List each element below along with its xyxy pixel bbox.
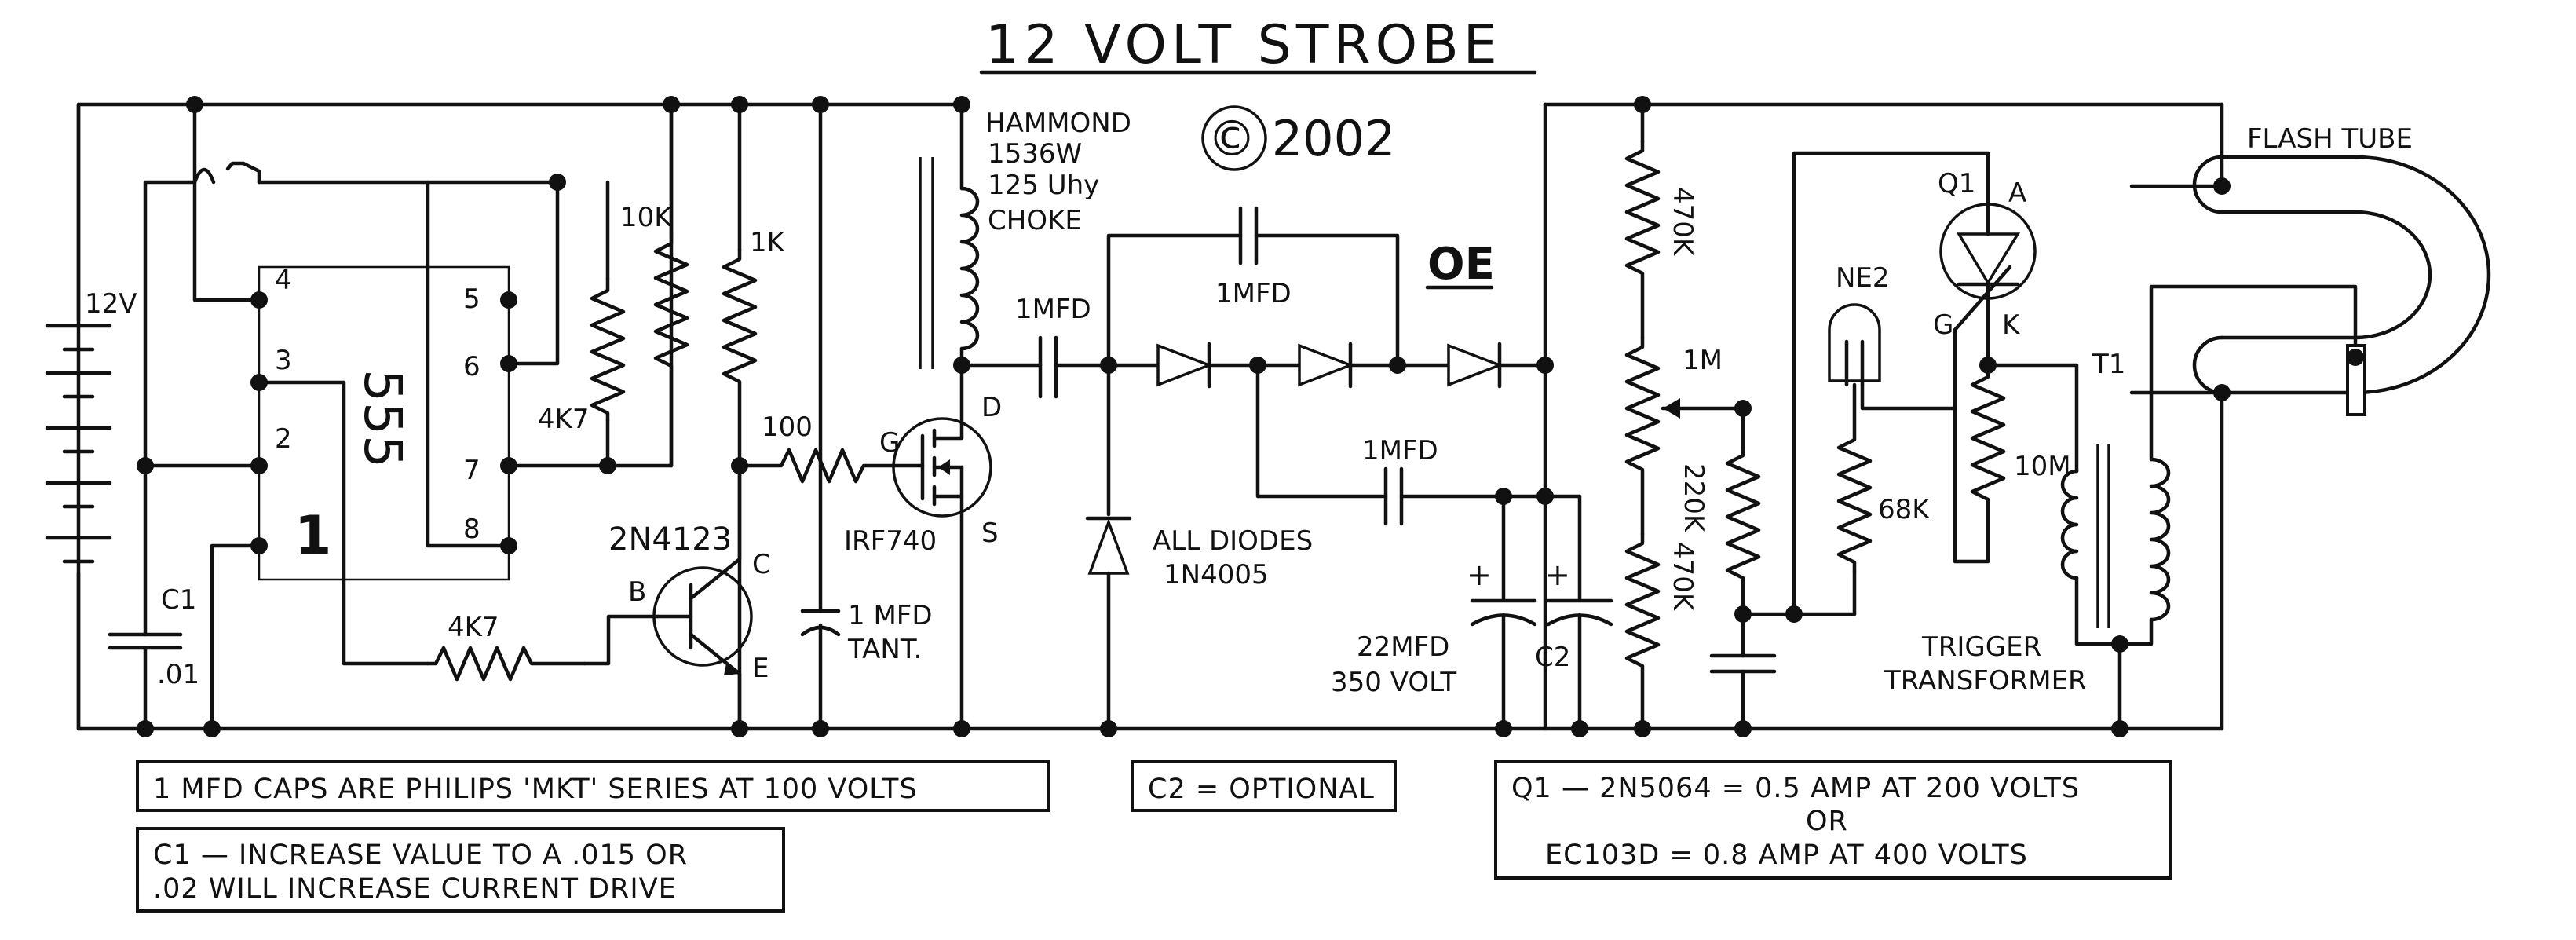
mosfet-pin-d: D [981,392,1002,423]
cap-1mfd-c-label: 1MFD [1362,435,1438,466]
r470k-top-label: 470K [1667,187,1698,257]
tube-anode-lead [2129,102,2224,188]
mosfet-irf740: IRF740 G D S [844,363,1002,731]
storage-cap-value: 22MFD [1357,631,1449,663]
ic-555: 555 1 4 3 2 5 6 7 8 [258,265,510,581]
trigger-transformer: 10M T1 TRIGGER TRANSFORMER [1884,284,2358,731]
note-c2-text: C2 = OPTIONAL [1148,774,1375,805]
scr-pin-a: A [2008,177,2026,209]
storage-cap-voltage: 350 VOLT [1331,667,1456,698]
mosfet-label: IRF740 [844,525,937,557]
scr-pin-k: K [2002,309,2021,341]
note-c1-line2: .02 WILL INCREASE CURRENT DRIVE [153,873,677,905]
title-block: 12 VOLT STROBE © 2002 OE [979,14,1537,290]
ic-pin1-mark: 1 [294,505,331,567]
tant-cap-type: TANT. [847,634,922,665]
note-q1-line1: Q1 — 2N5064 = 0.5 AMP AT 200 VOLTS [1511,773,2080,804]
cap-1mfd-b-label: 1MFD [1215,278,1292,309]
flash-tube: FLASH TUBE [2192,123,2491,416]
schematic-title: 12 VOLT STROBE [985,14,1502,76]
r4k7-timing-label: 4K7 [538,404,590,435]
r470k-bottom-label: 470K [1667,542,1698,612]
scr-pin-g: G [1933,309,1953,341]
c1-value: .01 [157,659,199,690]
t1-label: T1 [2092,349,2125,380]
tant-cap-value: 1 MFD [848,600,933,631]
inductor-choke: HAMMOND 1536W 125 Uhy CHOKE [919,102,1131,369]
ic-pin-3: 3 [275,345,292,376]
note-c1-line1: C1 — INCREASE VALUE TO A .015 OR [153,839,688,871]
trigger-label: TRIGGER [1921,631,2041,663]
choke-brand: HAMMOND [985,108,1131,139]
note-caps: 1 MFD CAPS ARE PHILIPS 'MKT' SERIES AT 1… [136,760,1050,812]
ic-pin-8: 8 [463,514,480,545]
battery-label: 12V [85,288,137,320]
cap-1mfd-a-label: 1MFD [1015,294,1091,325]
ic-label: 555 [353,369,413,468]
transformer-label: TRANSFORMER [1884,665,2087,697]
neon-trigger: 68K NE2 [1792,262,1957,616]
choke-value: 125 Uhy [988,170,1099,201]
transistor-pin-c: C [752,549,771,580]
pot-1m-label: 1M [1683,345,1723,376]
ic-pin-6: 6 [463,351,480,382]
note-c2: C2 = OPTIONAL [1131,760,1397,812]
resistor-4k7-timing: 4K7 [538,276,626,435]
copyright-text: © 2002 [1208,110,1396,167]
transistor-pin-b: B [628,576,646,608]
c1-label: C1 [161,584,196,616]
transistor-label: 2N4123 [608,521,732,558]
c-storage-plus: + [1467,558,1492,592]
r10k-label: 10K [620,202,673,233]
scr-q1: Q1 A G K [1792,151,2037,616]
transistor-pin-e: E [752,653,769,684]
note-q1-line2: EC103D = 0.8 AMP AT 400 VOLTS [1545,839,2028,871]
choke-part: 1536W [988,138,1082,170]
r10m-label: 10M [2014,451,2071,482]
ic-pin-2: 2 [275,423,292,455]
resistor-10k: 10K [620,102,689,468]
transistor-2n4123: 2N4123 B C E [608,463,771,731]
c2-label: C2 [1535,642,1570,673]
note-c1: C1 — INCREASE VALUE TO A .015 OR .02 WIL… [136,827,785,913]
resistor-4k7-base: 4K7 [426,612,660,682]
diodes-part: 1N4005 [1164,559,1269,591]
ic-pin-4: 4 [275,265,292,296]
ground-rail [76,102,2224,731]
capacitor-c1: C1 .01 [108,161,261,731]
flash-tube-label: FLASH TUBE [2247,123,2413,155]
r68k-label: 68K [1878,494,1931,525]
note-caps-text: 1 MFD CAPS ARE PHILIPS 'MKT' SERIES AT 1… [153,774,918,805]
mosfet-pin-s: S [981,518,999,549]
scr-label: Q1 [1938,168,1975,199]
diodes-note: ALL DIODES [1153,525,1313,557]
mosfet-pin-g: G [879,427,900,459]
choke-type: CHOKE [988,205,1082,236]
resistor-100: 100 [737,411,896,484]
ic-pin-7: 7 [463,455,480,486]
note-q1-or: OR [1806,806,1848,837]
c2-plus: + [1545,558,1570,592]
ne2-label: NE2 [1836,262,1890,294]
r100-label: 100 [762,411,813,443]
divider-network: 470K 1M 470K 220K [1624,102,1796,731]
junction-dots [137,96,2364,737]
capacitor-tantalum: 1 MFD TANT. [800,102,933,731]
note-q1: Q1 — 2N5064 = 0.5 AMP AT 200 VOLTS OR EC… [1494,760,2172,880]
r1k-label: 1K [750,227,786,258]
ic-pin-5: 5 [463,283,480,315]
ic-wiring [192,102,674,731]
copyright-circle [1201,105,1267,171]
logo-mark: OE [1427,239,1495,290]
battery-12v: 12V [45,102,137,731]
r220k-label: 220K [1678,463,1709,533]
storage-capacitors: + + 22MFD 350 VOLT C2 [1331,494,1613,731]
r4k7-base-label: 4K7 [448,612,499,643]
rails [76,102,2224,731]
